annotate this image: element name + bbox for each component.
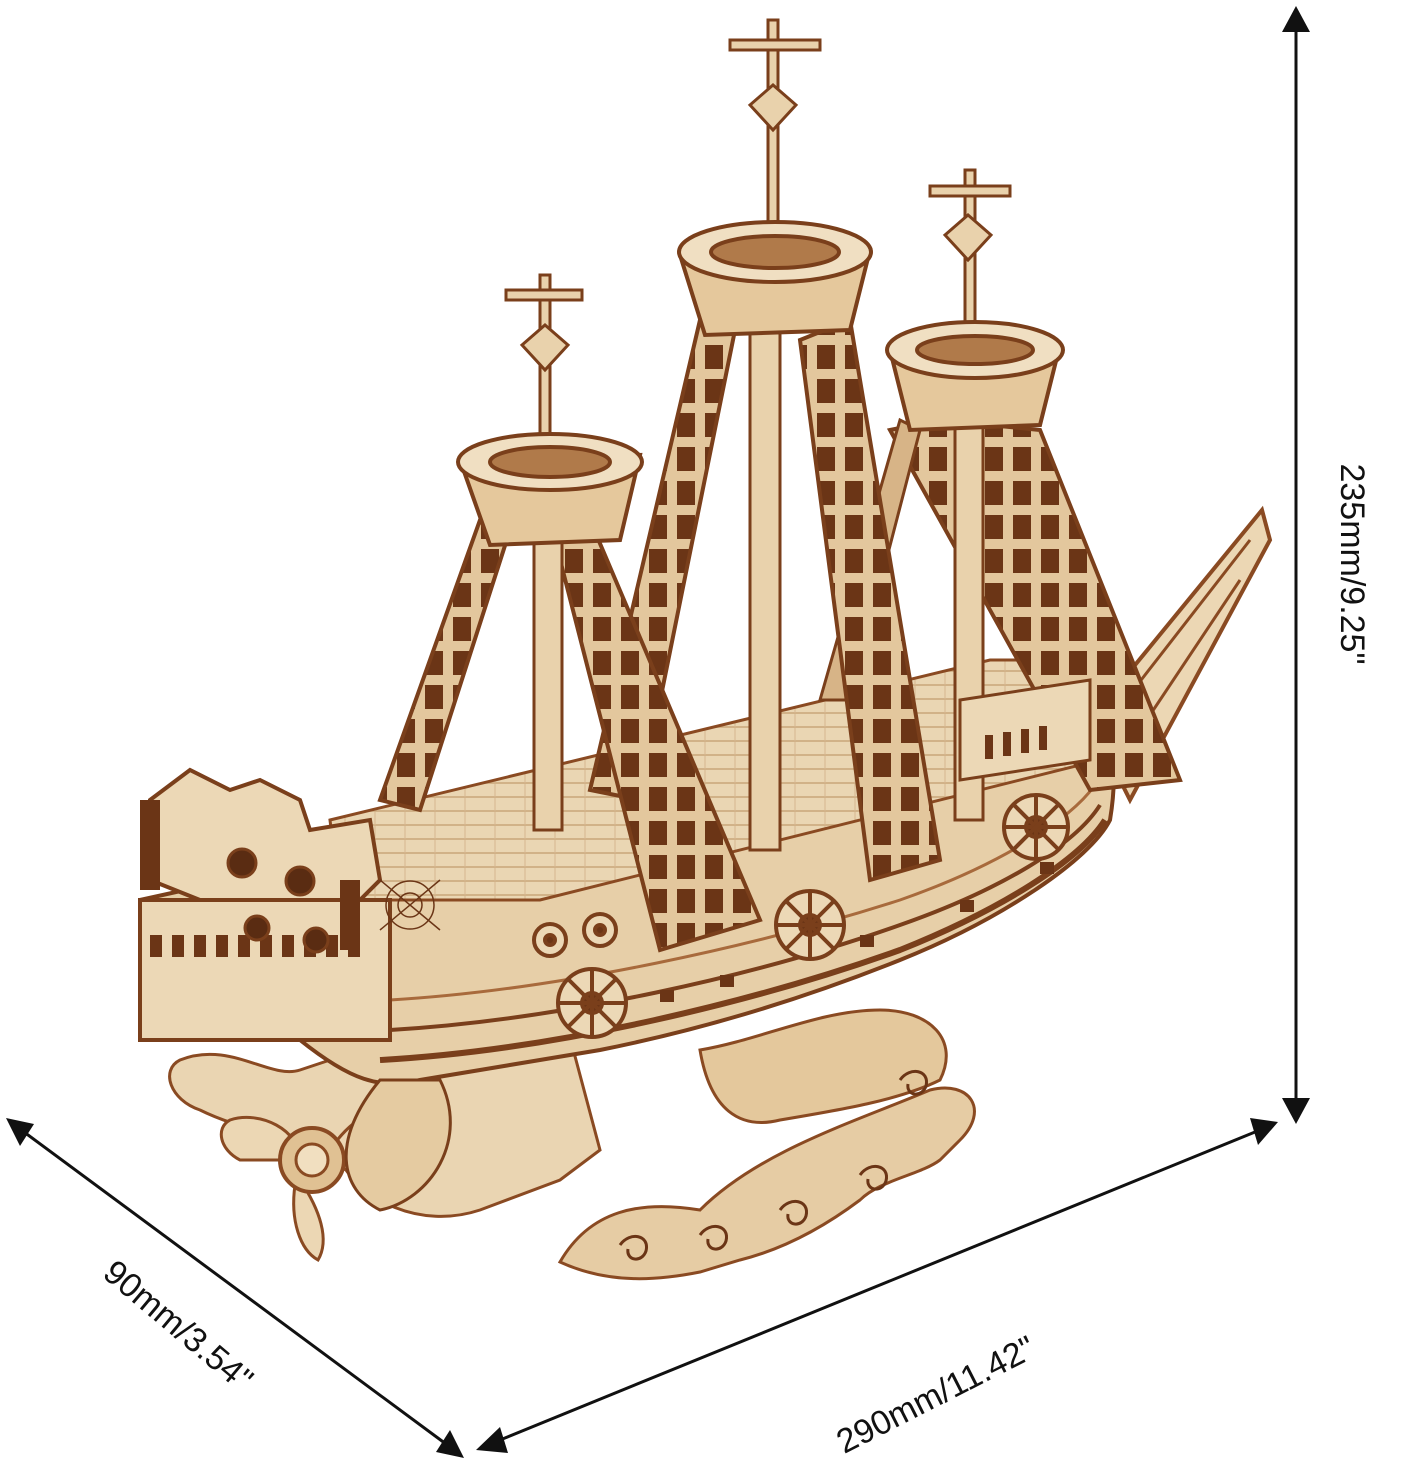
height-dimension-label: 235mm/9.25" xyxy=(1333,463,1371,665)
deck-rail xyxy=(958,678,1092,782)
length-arrow xyxy=(476,1118,1278,1453)
height-arrow xyxy=(1282,6,1310,1124)
crows-nests xyxy=(456,220,1065,548)
depth-arrow xyxy=(6,1118,464,1458)
mast-crosses xyxy=(504,38,1012,373)
stern-castle xyxy=(138,767,441,1042)
ship-wheels xyxy=(532,793,1070,1039)
